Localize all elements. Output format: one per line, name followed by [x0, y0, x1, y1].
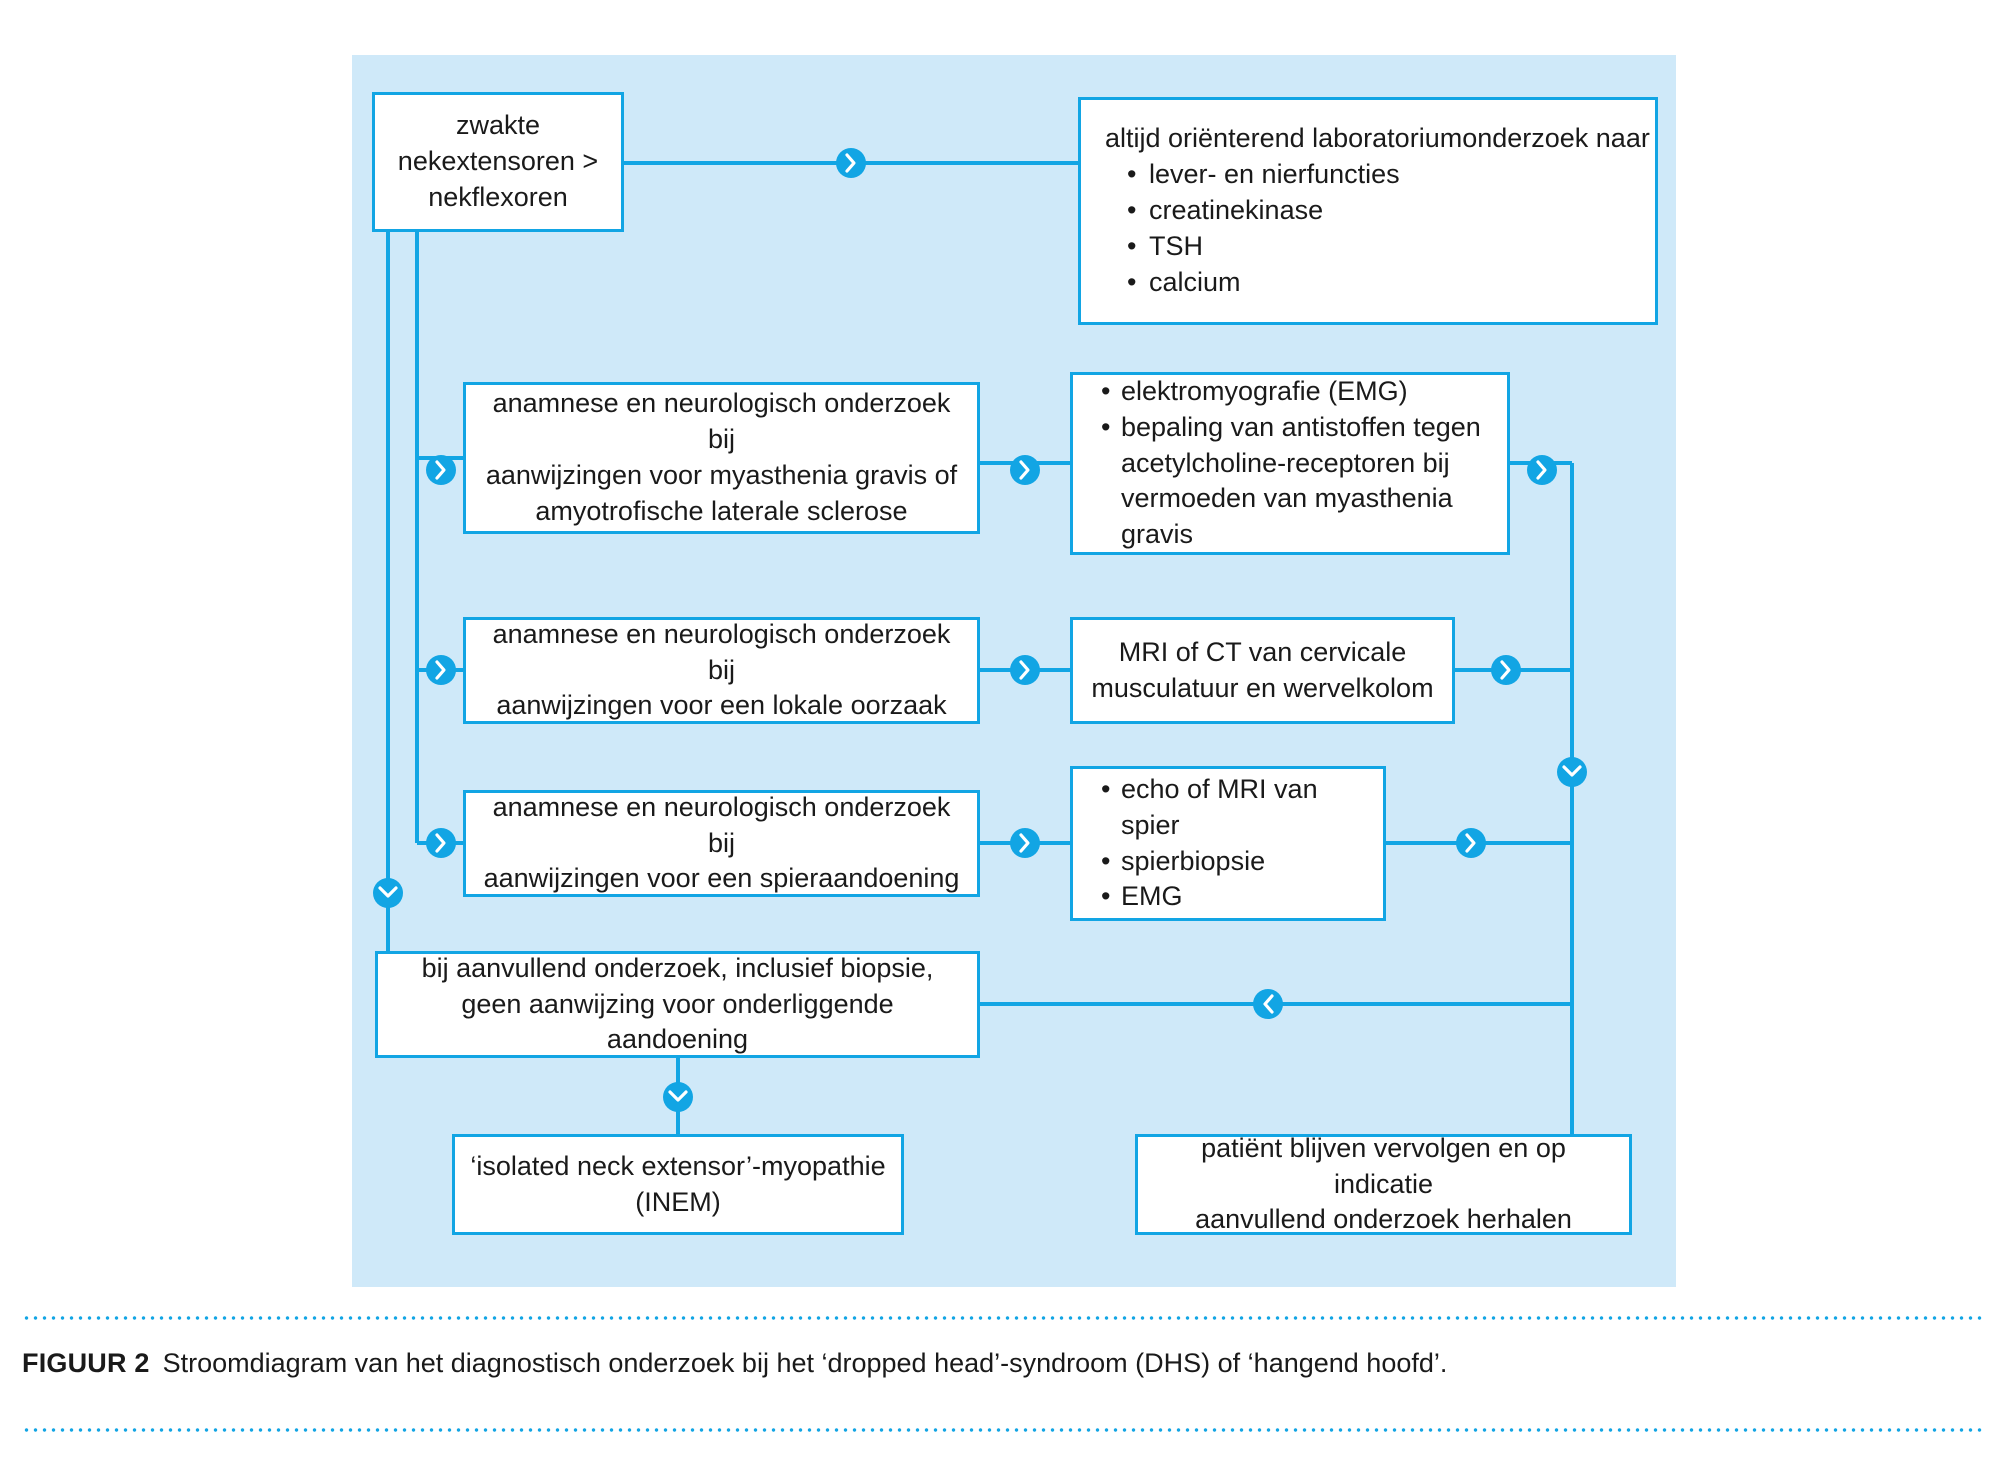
node-emg-antistoffen[interactable]: elektromyografie (EMG) bepaling van anti… [1070, 372, 1510, 555]
node-patient-vervolgen[interactable]: patiënt blijven vervolgen en op indicati… [1135, 1132, 1632, 1235]
node-mri-line-2: musculatuur en wervelkolom [1091, 672, 1434, 703]
node-geen-line-1: bij aanvullend onderzoek, inclusief biop… [421, 952, 934, 983]
node-anamnese-myasthenia-gravis[interactable]: anamnese en neurologisch onderzoek bij a… [463, 382, 980, 534]
node-anamnese-lokale-oorzaak[interactable]: anamnese en neurologisch onderzoek bij a… [463, 617, 980, 724]
caption-rule-top [22, 1316, 1986, 1320]
node-mg-line-3: amyotrofische laterale sclerose [535, 495, 908, 526]
node-vervolg-line-1: patiënt blijven vervolgen en op indicati… [1201, 1132, 1566, 1199]
node-geen-line-2: geen aanwijzing voor onderliggende aando… [461, 988, 894, 1055]
node-zwakte-line-2: nekextensoren > [397, 146, 599, 177]
node-inem-line-1: ‘isolated neck extensor’-myopathie [470, 1150, 886, 1181]
figure-caption-text: Stroomdiagram van het diagnostisch onder… [162, 1348, 1448, 1378]
node-emg-cont-2: vermoeden van myasthenia gravis [1121, 483, 1453, 550]
node-zwakte-nekextensoren[interactable]: zwakte nekextensoren > nekflexoren [372, 92, 624, 232]
node-echo-bullet-1: echo of MRI van spier [1099, 772, 1383, 844]
node-mri-line-1: MRI of CT van cervicale [1118, 636, 1407, 667]
node-lab-bullet-4: calcium [1105, 265, 1655, 301]
node-inem-diagnose[interactable]: ‘isolated neck extensor’-myopathie (INEM… [452, 1134, 904, 1235]
caption-rule-bottom [22, 1428, 1986, 1432]
node-laboratoriumonderzoek[interactable]: altijd oriënterend laboratoriumonderzoek… [1078, 97, 1658, 325]
node-mg-line-1: anamnese en neurologisch onderzoek bij [492, 388, 951, 455]
node-vervolg-line-2: aanvullend onderzoek herhalen [1195, 1204, 1572, 1235]
node-mg-line-2: aanwijzingen voor myasthenia gravis of [485, 460, 958, 490]
node-echo-bullet-3: EMG [1099, 879, 1383, 915]
node-lab-bullet-2: creatinekinase [1105, 193, 1655, 229]
node-echo-bullet-2: spierbiopsie [1099, 844, 1383, 880]
node-emg-bullet-2: bepaling van antistoffen tegen [1099, 410, 1507, 446]
node-emg-cont-1: acetylcholine-receptoren bij [1121, 447, 1450, 478]
node-geen-aanwijzing[interactable]: bij aanvullend onderzoek, inclusief biop… [375, 951, 980, 1058]
node-lab-heading: altijd oriënterend laboratoriumonderzoek… [1105, 123, 1650, 154]
node-inem-line-2: (INEM) [635, 1186, 721, 1217]
node-mri-ct-cervicaal[interactable]: MRI of CT van cervicale musculatuur en w… [1070, 617, 1455, 724]
node-lokaal-line-1: anamnese en neurologisch onderzoek bij [492, 618, 951, 685]
node-emg-bullet-1: elektromyografie (EMG) [1099, 374, 1507, 410]
node-zwakte-line-1: zwakte [455, 110, 541, 141]
node-zwakte-line-3: nekflexoren [428, 181, 568, 212]
figure-label: FIGUUR 2 [22, 1348, 150, 1378]
node-echo-mri-spierbiopsie[interactable]: echo of MRI van spier spierbiopsie EMG [1070, 766, 1386, 921]
node-spier-line-1: anamnese en neurologisch onderzoek bij [492, 791, 951, 858]
node-lab-bullet-1: lever- en nierfuncties [1105, 157, 1655, 193]
node-spier-line-2: aanwijzingen voor een spieraandoening [483, 863, 960, 894]
node-lokaal-line-2: aanwijzingen voor een lokale oorzaak [496, 690, 947, 721]
figure-caption: FIGUUR 2 Stroomdiagram van het diagnostis… [22, 1348, 1982, 1379]
node-anamnese-spieraandoening[interactable]: anamnese en neurologisch onderzoek bij a… [463, 790, 980, 897]
node-lab-bullet-3: TSH [1105, 229, 1655, 265]
